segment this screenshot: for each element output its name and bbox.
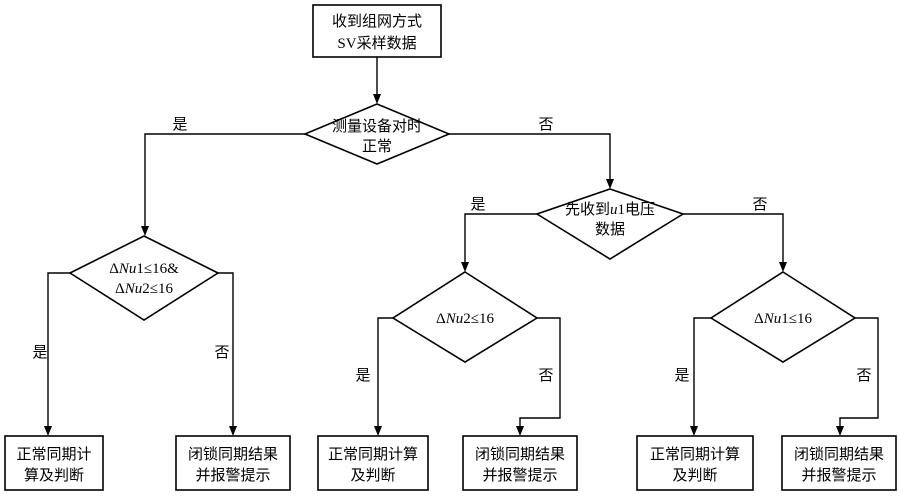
arrow-nu2-no — [516, 426, 524, 436]
arrow-nu1-yes — [690, 426, 698, 436]
edges — [44, 57, 879, 436]
arrow-both-yes — [44, 426, 52, 436]
label-both-no: 否 — [214, 345, 229, 361]
result-calc-1-line-2: 算及判断 — [24, 466, 84, 484]
result-calc-1-line-1: 正常同期计 — [16, 446, 91, 463]
edge-both-yes — [47, 272, 70, 428]
decision-both: ΔNu1≤16& ΔNu2≤16 — [68, 235, 220, 321]
decision-nu1-line-1: ΔNu1≤16 — [754, 311, 812, 327]
edge-both-no — [218, 272, 234, 428]
arrow-nu1-no — [836, 426, 844, 436]
start-node-line-1: 收到组网方式 — [332, 13, 422, 30]
decision-nu2-line-1: ΔNu2≤16 — [436, 311, 494, 327]
edge-nu1-no — [839, 317, 879, 428]
decision-u1: 先收到u1电压 数据 — [535, 188, 685, 260]
edge-nu2-yes — [377, 317, 393, 428]
label-nu2-no: 否 — [538, 368, 553, 384]
edge-u1-no — [683, 213, 784, 263]
label-both-yes: 是 — [32, 345, 47, 361]
label-u1-yes: 是 — [470, 197, 485, 213]
edge-u1-yes — [464, 213, 537, 263]
result-calc-3: 正常同期计算 及判断 — [636, 435, 754, 491]
label-u1-no: 否 — [752, 197, 767, 213]
result-lock-1-line-2: 并报警提示 — [195, 467, 270, 484]
result-calc-2: 正常同期计算 及判断 — [317, 435, 429, 491]
result-lock-3-line-2: 并报警提示 — [801, 467, 876, 484]
label-nu1-yes: 是 — [674, 368, 689, 384]
decision-both-line-1: ΔNu1≤16& — [109, 261, 179, 277]
decision-sync: 测量设备对时 正常 — [302, 103, 452, 165]
label-nu2-yes: 是 — [355, 368, 370, 384]
result-calc-3-line-2: 及判断 — [672, 467, 717, 484]
arrow-both-no — [229, 426, 237, 436]
arrow-u1-yes — [461, 262, 469, 272]
edge-labels: 是 否 是 否 是 否 是 否 是 否 — [32, 117, 871, 384]
arrow-sync-yes — [141, 226, 149, 236]
arrow-nu2-yes — [374, 426, 382, 436]
result-lock-1: 闭锁同期结果 并报警提示 — [175, 435, 291, 491]
decision-both-line-2: ΔNu2≤16 — [115, 281, 173, 297]
start-node-line-2: SV采样数据 — [337, 35, 416, 52]
result-lock-2-line-2: 并报警提示 — [482, 467, 557, 484]
result-lock-3: 闭锁同期结果 并报警提示 — [781, 435, 897, 491]
decision-nu2: ΔNu2≤16 — [391, 271, 539, 363]
decision-u1-line-2: 数据 — [595, 221, 625, 238]
result-lock-3-line-1: 闭锁同期结果 — [794, 446, 884, 463]
decision-nu1: ΔNu1≤16 — [709, 271, 857, 363]
label-nu1-no: 否 — [856, 368, 871, 384]
edge-nu2-no — [519, 317, 561, 428]
decision-u1-line-1: 先收到u1电压 — [565, 201, 655, 218]
result-calc-2-line-2: 及判断 — [350, 467, 395, 484]
label-sync-yes: 是 — [172, 117, 187, 133]
edge-sync-no — [449, 133, 611, 180]
result-calc-2-line-1: 正常同期计算 — [328, 445, 418, 463]
decision-sync-line-1: 测量设备对时 — [332, 118, 422, 135]
arrow-sync-no — [606, 179, 614, 189]
label-sync-no: 否 — [538, 117, 553, 133]
result-lock-2: 闭锁同期结果 并报警提示 — [462, 435, 578, 491]
result-lock-2-line-1: 闭锁同期结果 — [475, 446, 565, 463]
decision-sync-line-2: 正常 — [362, 138, 392, 155]
arrow-start-to-sync — [373, 94, 381, 104]
result-calc-1: 正常同期计 算及判断 — [4, 435, 104, 491]
start-node: 收到组网方式 SV采样数据 — [312, 4, 442, 58]
edge-sync-yes — [144, 133, 305, 228]
result-calc-3-line-1: 正常同期计算 — [650, 445, 740, 463]
arrow-u1-no — [779, 262, 787, 272]
result-lock-1-line-1: 闭锁同期结果 — [188, 446, 278, 463]
edge-nu1-yes — [693, 317, 711, 428]
